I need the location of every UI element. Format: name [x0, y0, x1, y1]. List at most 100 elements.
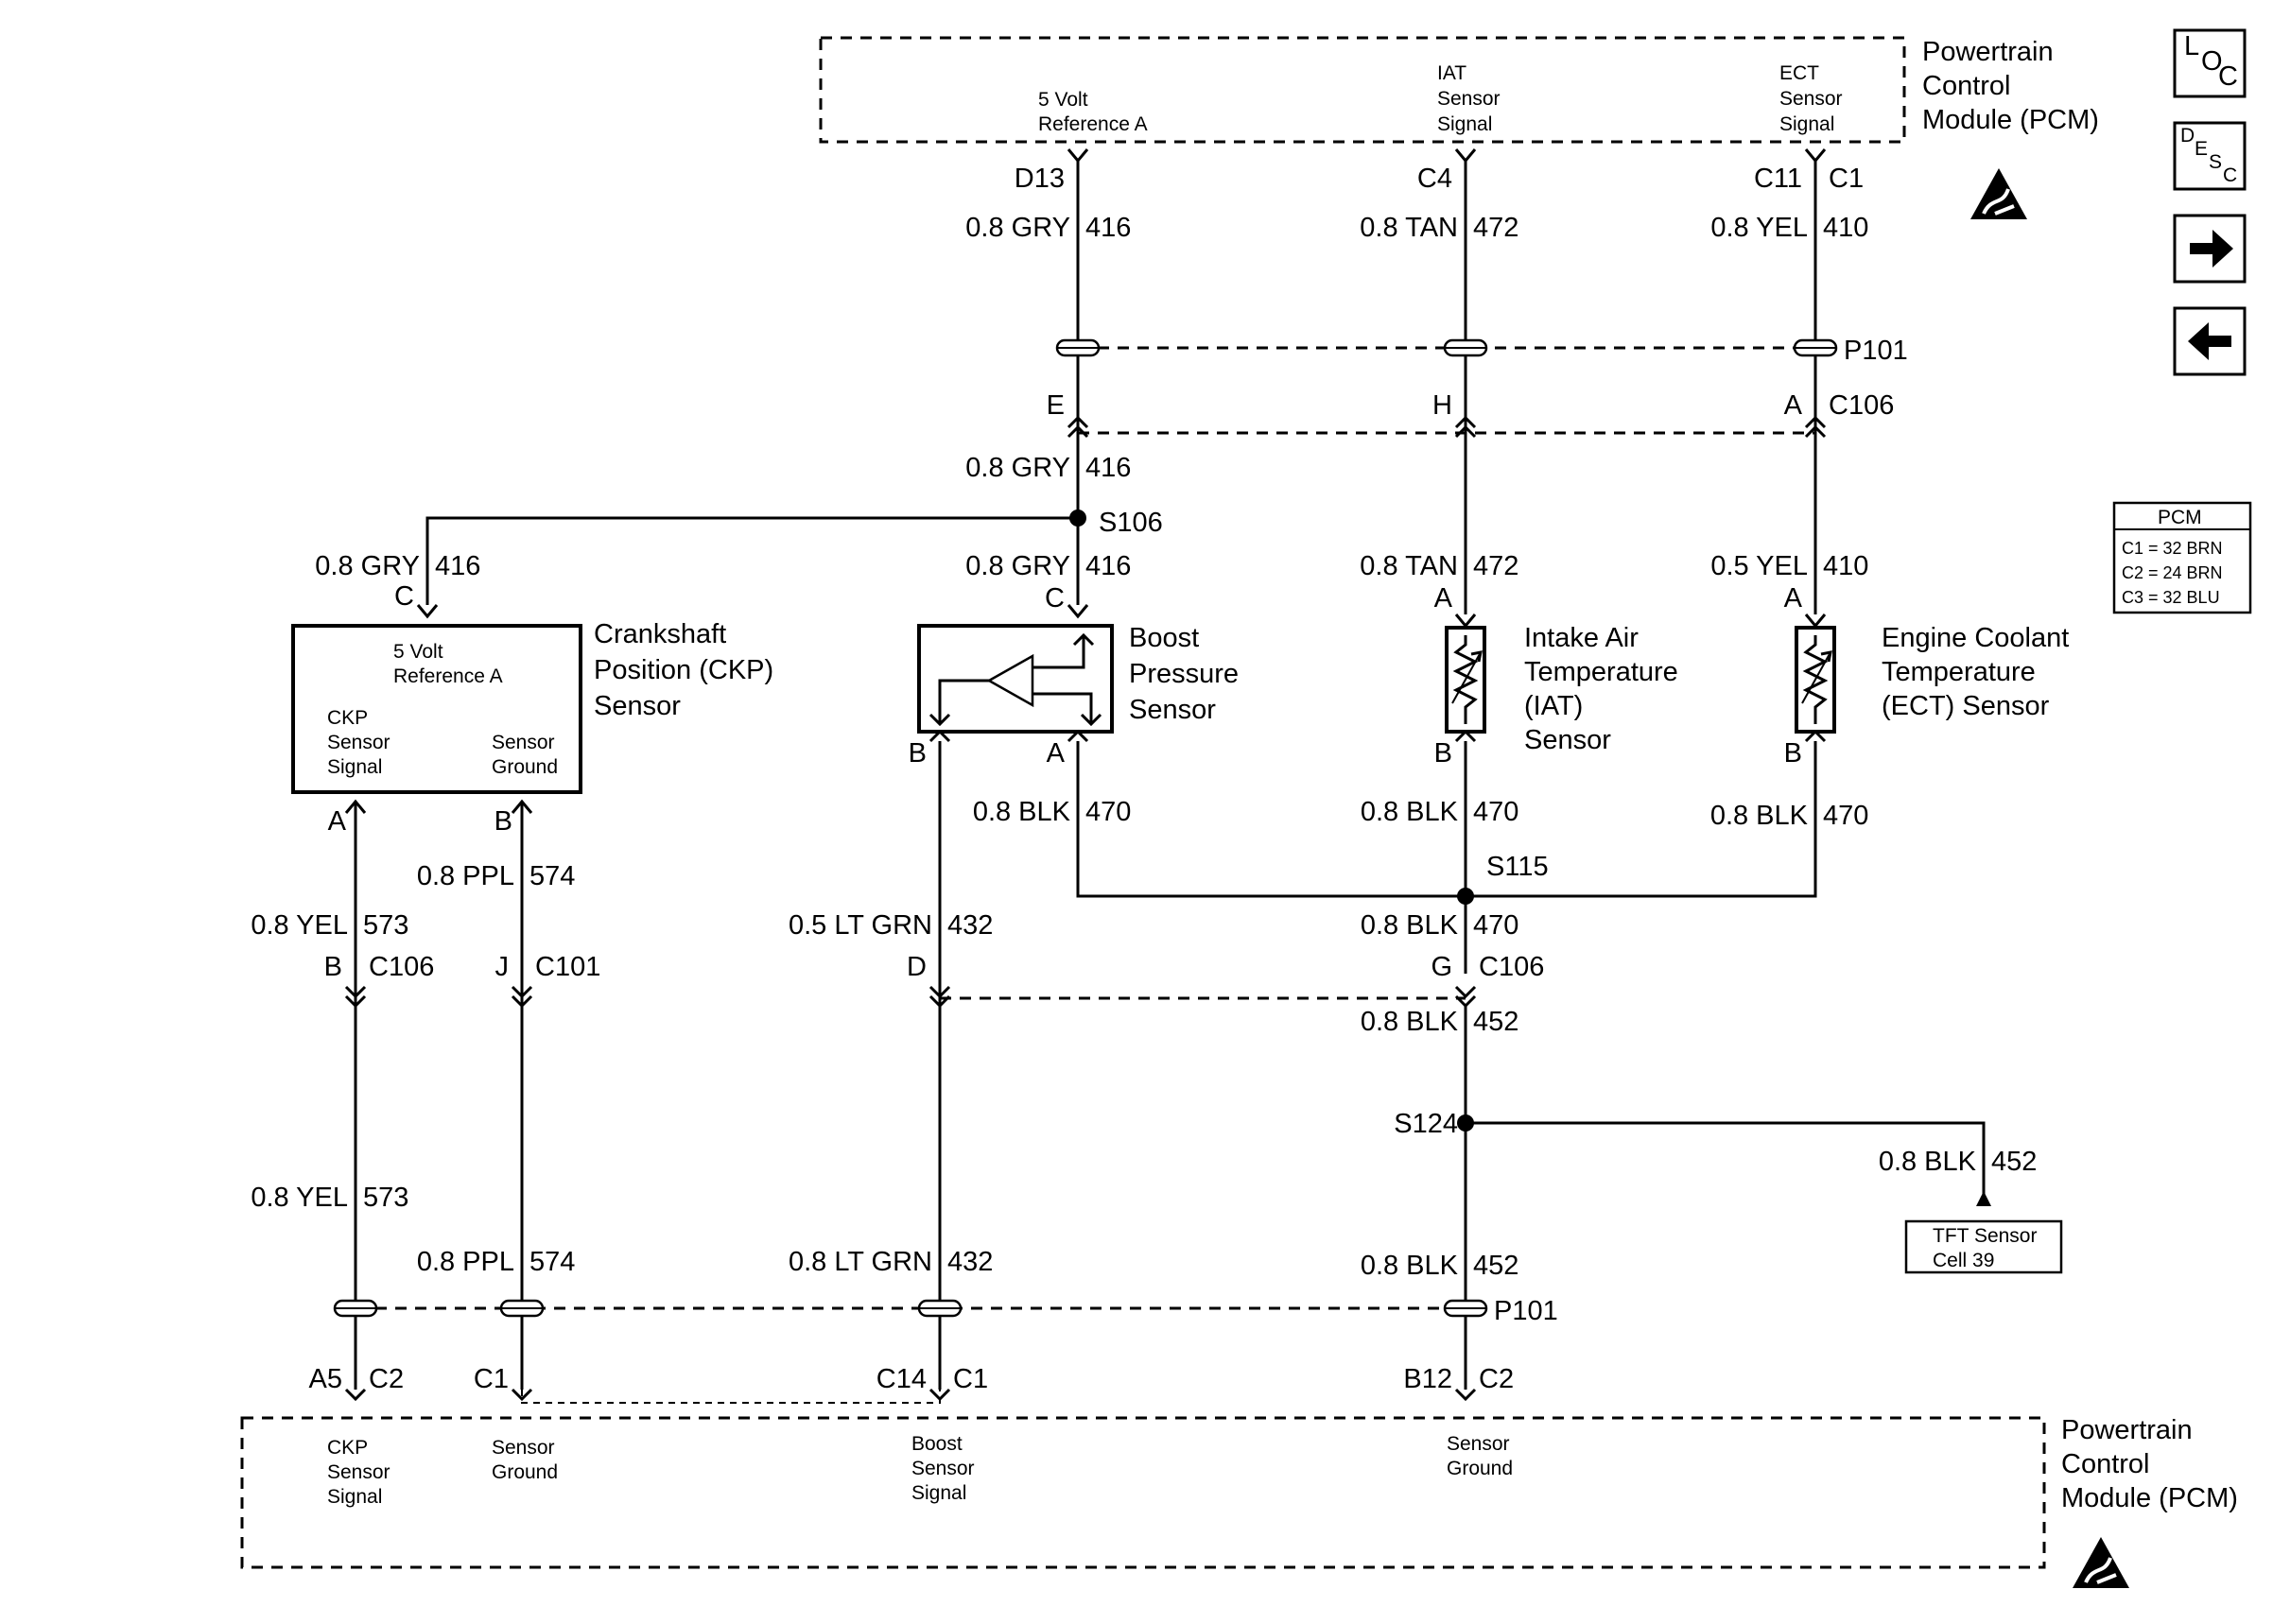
label-components-boost_name-2: Sensor: [1129, 695, 1216, 725]
label-components-iat_name-1: Temperature: [1524, 657, 1678, 687]
forward-arrow-button[interactable]: [2173, 214, 2247, 284]
label-pcm_bottom-sg1_lines-0: Sensor: [492, 1437, 555, 1459]
right-arrow-icon: [2190, 230, 2233, 268]
label-wires-c470: 470: [1823, 801, 1868, 831]
label-wires-blk: 0.8 BLK: [1361, 1251, 1459, 1281]
label-components-ect_name-0: Engine Coolant: [1882, 623, 2069, 653]
label-pcm_top-iat_lines-1: Sensor: [1437, 88, 1501, 110]
label-pins-a5: A5: [309, 1364, 342, 1394]
label-pcm_top-iat_lines-2: Signal: [1437, 113, 1492, 135]
loc-button[interactable]: L O C: [2173, 28, 2247, 98]
label-components-ckp_inner-4: Signal: [327, 756, 382, 778]
splice-s115: [1457, 888, 1474, 905]
back-arrow-button[interactable]: [2173, 306, 2247, 376]
label-wires-c452: 452: [1473, 1007, 1518, 1037]
label-pcm_top-ref_lines-0: 5 Volt: [1038, 89, 1088, 111]
label-pins-c2: C2: [1479, 1364, 1514, 1394]
label-wires-c574: 574: [529, 1247, 575, 1277]
label-pcm_top-iat_lines-0: IAT: [1437, 62, 1466, 84]
label-pins-c1: C1: [953, 1364, 988, 1394]
label-wires-gry: 0.8 GRY: [315, 551, 420, 581]
label-wires-c432: 432: [947, 1247, 993, 1277]
label-wires-ppl: 0.8 PPL: [417, 861, 514, 891]
label-wires-yel: 0.8 YEL: [251, 910, 348, 941]
top-pin-chevrons: [1067, 148, 1827, 164]
label-pcm_top-ref_lines-1: Reference A: [1038, 113, 1148, 135]
label-wires-c416: 416: [1085, 551, 1131, 581]
splice-s124: [1457, 1114, 1474, 1132]
label-pcm_bottom-boost_lines-1: Sensor: [911, 1458, 975, 1479]
pcm-top-title: Powertrain Control Module (PCM): [1922, 37, 2099, 135]
label-components-tft-0: TFT Sensor: [1933, 1225, 2037, 1247]
label-pcm_bottom-sg2_lines-0: Sensor: [1447, 1433, 1510, 1455]
label-pins-c14: C14: [876, 1364, 927, 1394]
pcm-bottom-ckp-label: CKP Sensor Signal: [327, 1437, 390, 1508]
label-pins-c101: C101: [535, 952, 600, 982]
label-pcm_bottom-boost_lines-0: Boost: [911, 1433, 963, 1455]
pcm-top-5v-ref-label: 5 Volt Reference A: [1038, 89, 1148, 135]
label-components-ckp_inner-1: Reference A: [393, 665, 503, 687]
label-pins-e: E: [1047, 390, 1065, 421]
ect-sensor-name: Engine Coolant Temperature (ECT) Sensor: [1882, 623, 2069, 721]
label-components-iat_name-0: Intake Air: [1524, 623, 1639, 653]
wire-470-blk: [1067, 729, 1827, 974]
label-components-ckp_name-1: Position (CKP): [594, 655, 773, 685]
label-wires-c470: 470: [1473, 797, 1518, 827]
label-pins-a: A: [1784, 583, 1803, 613]
label-wires-yel05: 0.5 YEL: [1710, 551, 1808, 581]
label-wires-c573: 573: [363, 910, 408, 941]
label-pins-s124: S124: [1394, 1109, 1458, 1139]
label-pcm_top-ect_lines-2: Signal: [1779, 113, 1834, 135]
esd-sensitive-icon: [2073, 1537, 2129, 1588]
label-wires-blk: 0.8 BLK: [1361, 797, 1459, 827]
bottom-pin-chevrons: [344, 1388, 1477, 1402]
label-wires-c472: 472: [1473, 213, 1518, 243]
thermistor-icon: [1451, 635, 1483, 724]
label-wires-c452: 452: [1991, 1147, 2037, 1177]
label-pcm_top-ect_lines-1: Sensor: [1779, 88, 1843, 110]
label-nav-desc-3: C: [2223, 164, 2237, 186]
amplifier-symbol-icon: [928, 632, 1102, 727]
iat-sensor-name: Intake Air Temperature (IAT) Sensor: [1524, 623, 1678, 755]
boost-sensor-name: Boost Pressure Sensor: [1129, 623, 1239, 725]
label-pcm_top-title_lines-1: Control: [1922, 71, 2011, 101]
label-pins-a: A: [1047, 738, 1066, 769]
label-pins-b: B: [495, 806, 512, 837]
label-wires-ppl: 0.8 PPL: [417, 1247, 514, 1277]
label-wires-c470: 470: [1085, 797, 1131, 827]
label-pins-b12: B12: [1403, 1364, 1452, 1394]
label-wires-yel: 0.8 YEL: [251, 1183, 348, 1213]
label-pcm_top-title_lines-2: Module (PCM): [1922, 105, 2099, 135]
c1-link: [521, 1390, 941, 1404]
label-pcm_legend-rows-2: C3 = 32 BLU: [2122, 588, 2220, 607]
label-pins-c106: C106: [369, 952, 434, 982]
label-pcm_bottom-title_lines-0: Powertrain: [2061, 1415, 2193, 1445]
desc-button[interactable]: D E S C: [2173, 121, 2247, 191]
pcm-bottom-box: [240, 1416, 2046, 1569]
label-pins-p101: P101: [1494, 1296, 1558, 1326]
label-pins-a: A: [328, 806, 347, 837]
label-nav-loc-2: C: [2218, 61, 2238, 92]
label-components-ckp_name-0: Crankshaft: [594, 619, 726, 649]
label-wires-c470: 470: [1473, 910, 1518, 941]
label-pins-c2: C2: [369, 1364, 404, 1394]
label-pins-b: B: [1434, 738, 1452, 769]
label-pins-j: J: [495, 952, 510, 982]
p101-upper-connectors: [1055, 338, 1838, 357]
label-wires-c416: 416: [1085, 213, 1131, 243]
pcm-bottom-sensor-ground-2: Sensor Ground: [1447, 1433, 1513, 1479]
label-components-ect_name-2: (ECT) Sensor: [1882, 691, 2050, 721]
wire-573-yel: [344, 799, 367, 1390]
tft-sensor-box: TFT Sensor Cell 39: [1904, 1219, 2063, 1274]
pcm-bottom-title: Powertrain Control Module (PCM): [2061, 1415, 2238, 1513]
label-pins-d: D: [907, 952, 927, 982]
pcm-connector-legend: PCM C1 = 32 BRN C2 = 24 BRN C3 = 32 BLU: [2112, 501, 2252, 614]
label-wires-blk: 0.8 BLK: [1710, 801, 1809, 831]
label-pcm_top-title_lines-0: Powertrain: [1922, 37, 2054, 67]
label-wires-blk: 0.8 BLK: [1361, 910, 1459, 941]
label-nav-loc-0: L: [2184, 31, 2199, 61]
label-pcm_top-ect_lines-0: ECT: [1779, 62, 1819, 84]
label-pins-a: A: [1784, 390, 1803, 421]
label-wires-c472: 472: [1473, 551, 1518, 581]
